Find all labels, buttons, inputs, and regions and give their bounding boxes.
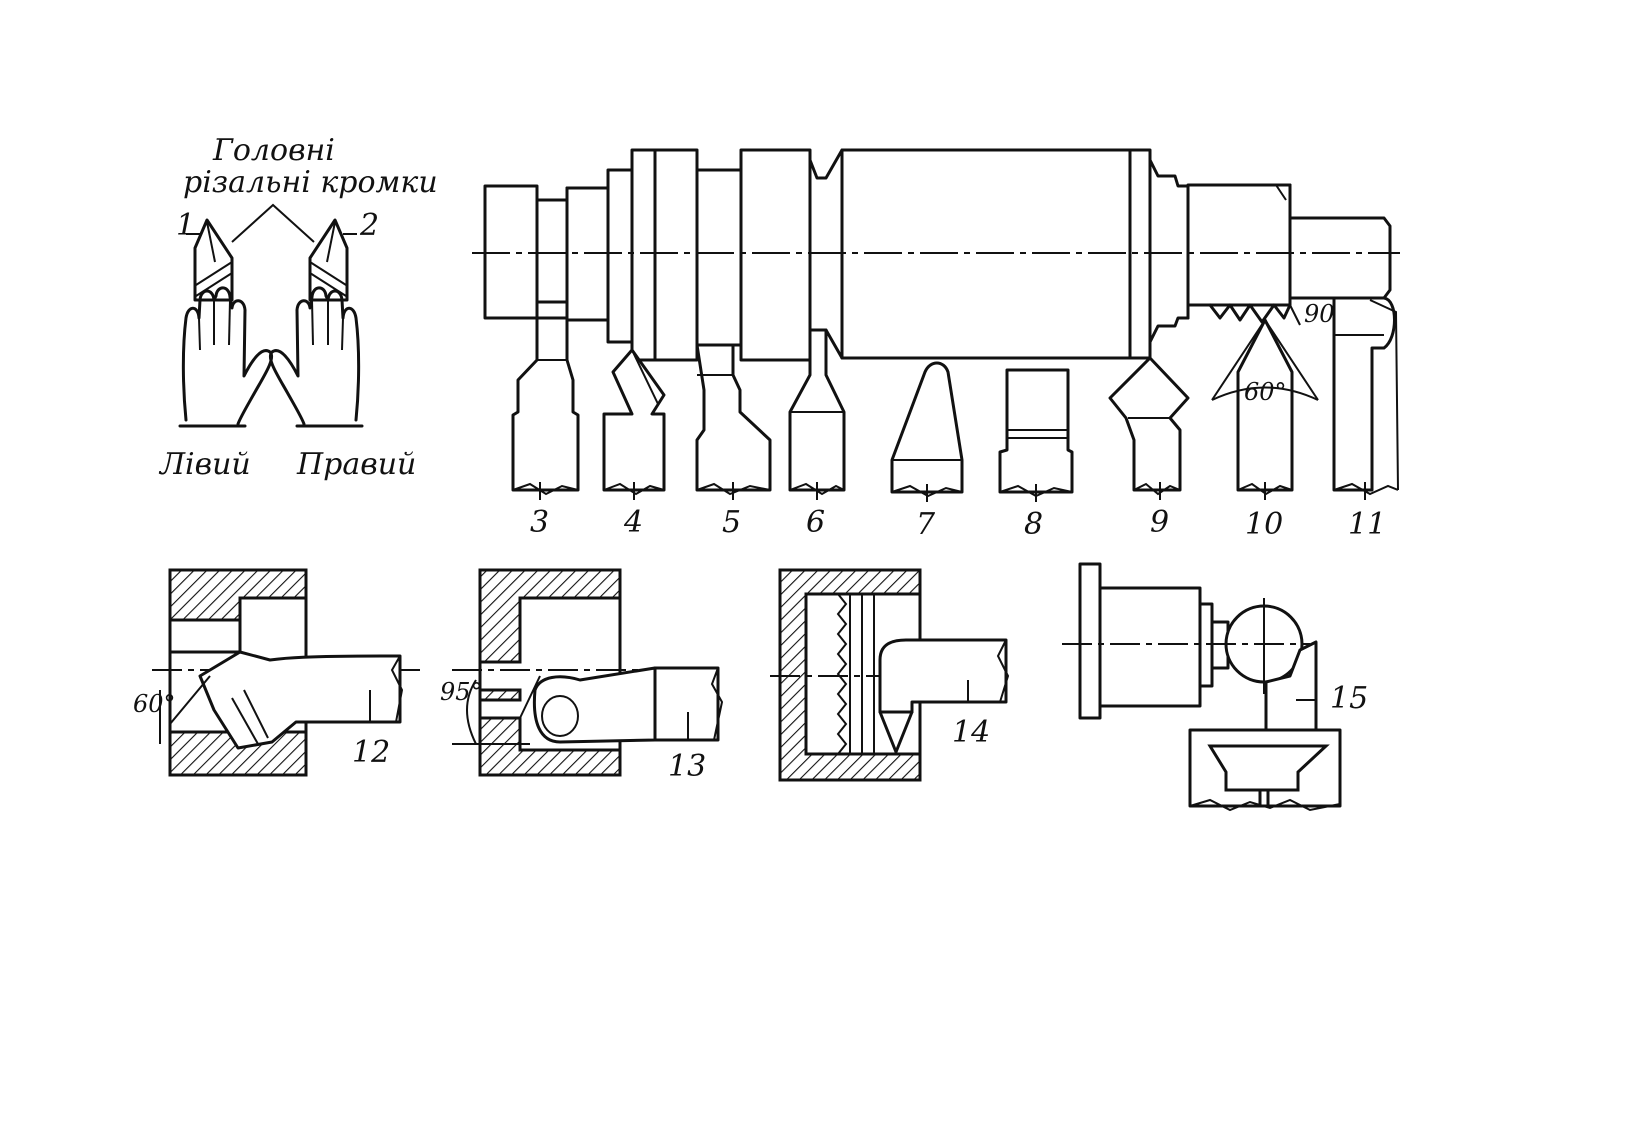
- label-7: 7: [916, 507, 936, 542]
- tool-7: [890, 361, 964, 494]
- left-hand-drawing: [178, 286, 273, 428]
- tool-11: [1332, 296, 1396, 492]
- threading-tool-14: 14: [770, 568, 1010, 782]
- right-hand-drawing: [269, 286, 364, 428]
- tool-5: [695, 343, 772, 492]
- boring-tool-12: 60° 12: [133, 568, 420, 777]
- label-12: 12: [352, 735, 390, 770]
- angle-bore-60: 60°: [133, 690, 176, 718]
- label-4: 4: [623, 505, 643, 540]
- label-right: Правий: [296, 447, 416, 482]
- label-6: 6: [806, 505, 825, 540]
- tool-4: [602, 348, 666, 492]
- angle-facing-95: 95°: [440, 678, 483, 706]
- label-5: 5: [722, 505, 741, 540]
- label-15: 15: [1330, 681, 1368, 716]
- label-14: 14: [952, 715, 990, 750]
- boring-tool-13: 95° 13: [440, 568, 724, 784]
- tool-3: [511, 316, 580, 492]
- shaft-outline: [483, 148, 1392, 362]
- angle-shoulder-90: 90: [1304, 300, 1335, 328]
- cutting-edge-pointer: [231, 203, 315, 243]
- label-2: 2: [359, 208, 379, 243]
- tool-9: [1108, 356, 1190, 492]
- label-3: 3: [530, 505, 549, 540]
- form-tool-15: 15: [1062, 562, 1368, 812]
- left-tool-1: [193, 218, 234, 302]
- label-10: 10: [1245, 507, 1283, 542]
- label-8: 8: [1024, 507, 1043, 542]
- label-1: 1: [176, 208, 195, 243]
- label-13: 13: [668, 749, 706, 784]
- label-9: 9: [1150, 505, 1169, 540]
- heading-line-1: Головні: [212, 133, 335, 168]
- heading-line-2: різальні кромки: [183, 165, 438, 200]
- label-left: Лівий: [158, 447, 251, 482]
- stepped-shaft-with-tools: 60° 90 3 4 5 6 7 8 9 10 11: [472, 148, 1400, 542]
- angle-thread-60: 60°: [1244, 378, 1287, 406]
- label-11: 11: [1348, 507, 1386, 542]
- hand-rule-illustration: Головні різальні кромки 1 2: [158, 133, 438, 482]
